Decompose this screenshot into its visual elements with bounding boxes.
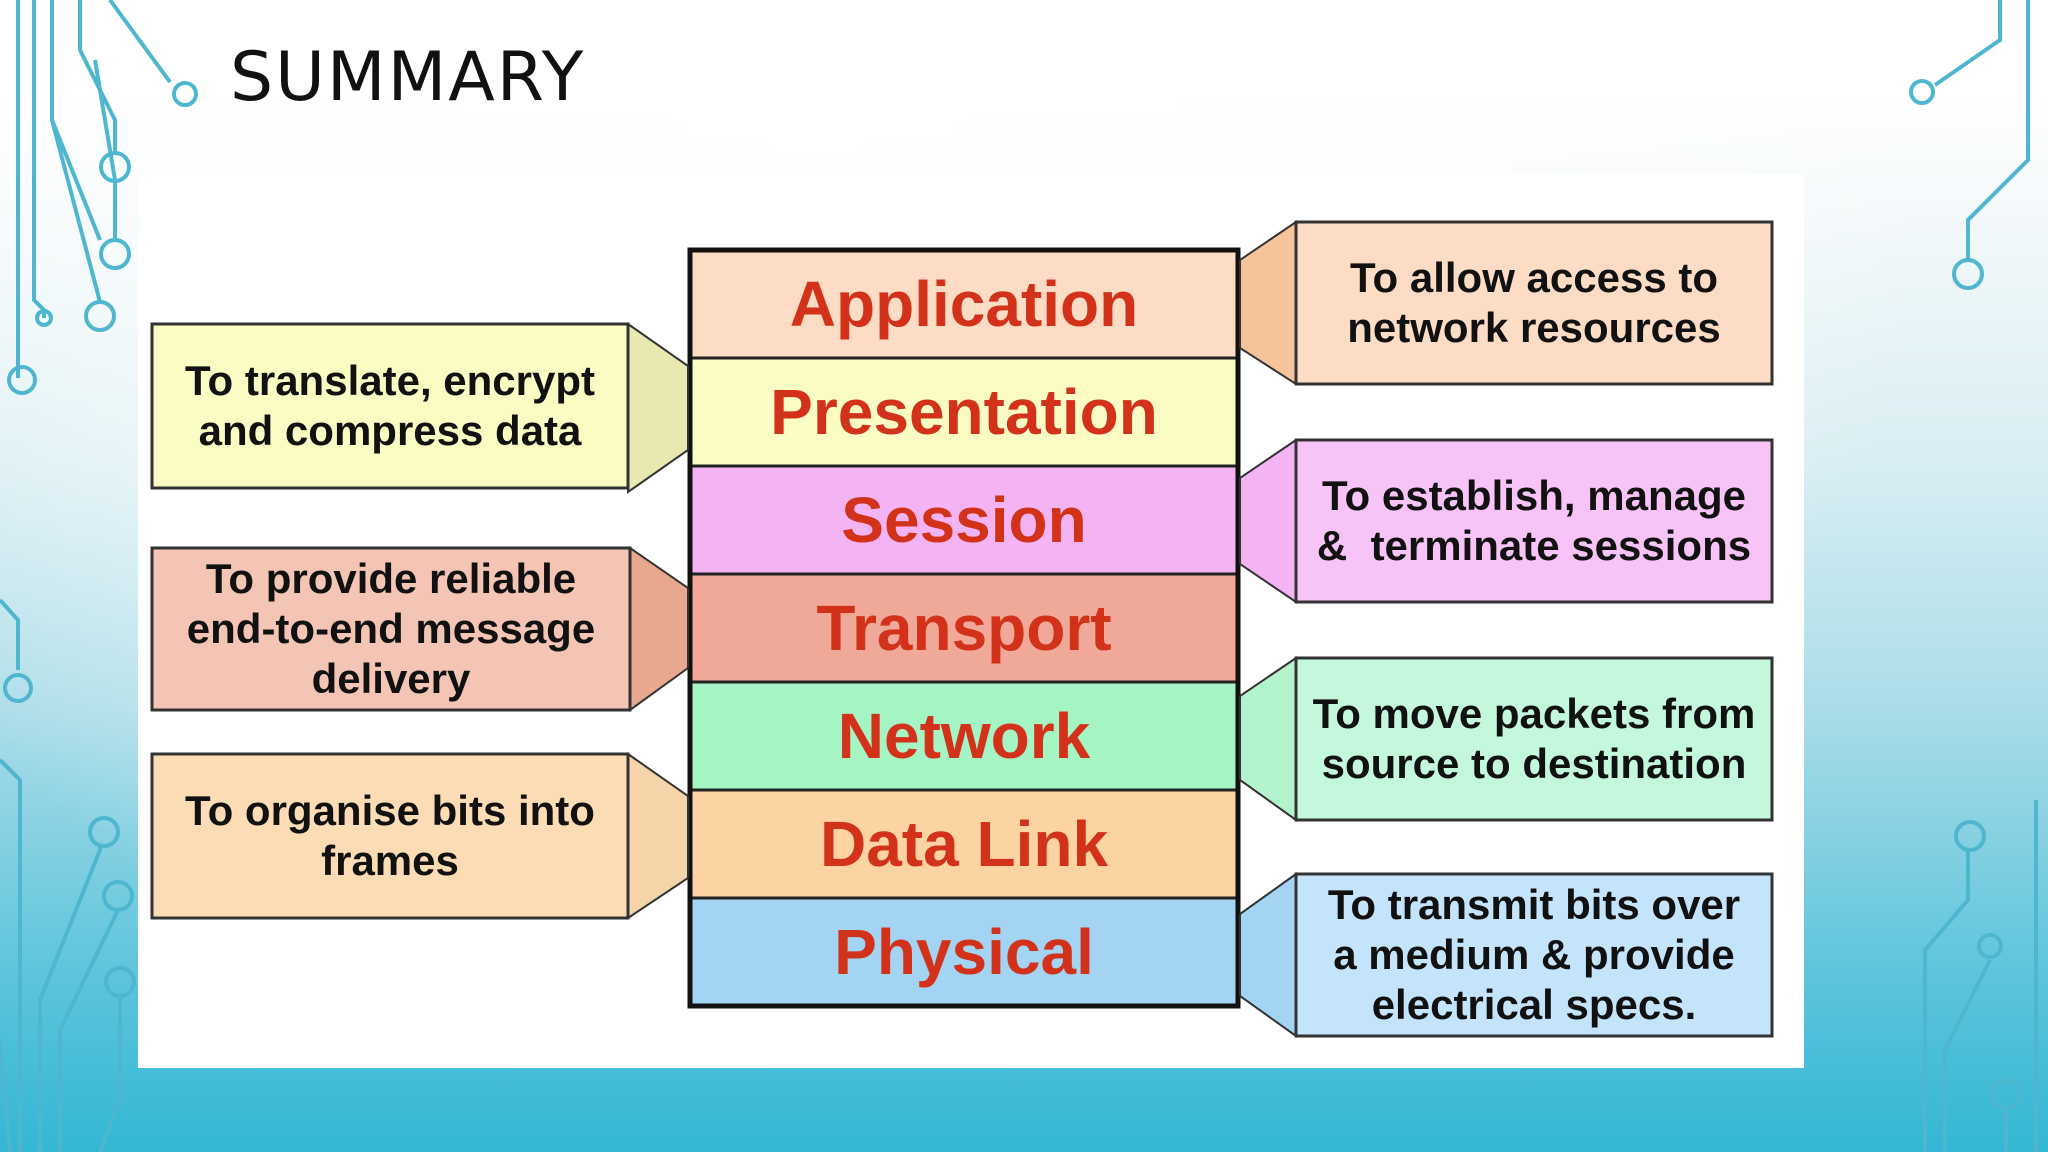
left-note-3-wedge — [627, 752, 689, 920]
right-note-4-wedge — [1239, 872, 1297, 1038]
right-note-1-line-2: network resources — [1347, 304, 1721, 351]
osi-diagram — [150, 220, 1774, 1038]
left-note-2-line-1: To provide reliable — [205, 555, 577, 602]
right-note-1-text: To allow access to network resources — [1296, 222, 1772, 384]
left-note-3-box — [150, 752, 630, 920]
layer-transport-label: Transport — [816, 592, 1112, 664]
right-note-2-box — [1294, 438, 1774, 604]
right-note-3-line-1: To move packets from — [1312, 690, 1756, 737]
right-note-4-box — [1294, 872, 1774, 1038]
right-note-1-wedge — [1239, 220, 1297, 386]
left-note-2-line-3: delivery — [311, 655, 471, 702]
layer-datalink-box — [688, 788, 1240, 900]
left-note-3-line-2: frames — [321, 837, 459, 884]
layer-physical-label: Physical — [834, 916, 1094, 988]
left-note-1-box — [150, 322, 630, 490]
right-note-4-line-2: a medium & provide — [1333, 931, 1735, 978]
left-note-1-line-2: and compress data — [198, 407, 582, 454]
left-note-2-wedge — [629, 546, 689, 712]
right-note-3-line-2: source to destination — [1321, 740, 1747, 787]
right-note-3-wedge — [1239, 656, 1297, 822]
left-note-2-box — [150, 546, 632, 712]
right-note-4-line-3: electrical specs. — [1371, 981, 1697, 1028]
right-note-1-line-1: To allow access to — [1349, 254, 1718, 301]
left-note-2-text: To provide reliable end-to-end message d… — [152, 548, 630, 710]
left-note-3-text: To organise bits into frames — [152, 754, 628, 918]
left-note-1-text: To translate, encrypt and compress data — [152, 324, 628, 488]
right-note-2-wedge — [1239, 438, 1297, 604]
diagram-panel: Application Presentation Session Transpo… — [138, 174, 1804, 1068]
left-note-1-line-1: To translate, encrypt — [185, 357, 595, 404]
layer-physical-box — [688, 896, 1240, 1008]
left-note-2-line-2: end-to-end message — [186, 605, 596, 652]
right-note-4-text: To transmit bits over a medium & provide… — [1296, 874, 1772, 1036]
layer-network-box — [688, 680, 1240, 792]
right-note-3-box — [1294, 656, 1774, 822]
layer-network-label: Network — [837, 700, 1091, 772]
right-note-1-box — [1294, 220, 1774, 386]
left-note-3-line-1: To organise bits into — [185, 787, 595, 834]
right-note-2-text: To establish, manage & terminate session… — [1296, 440, 1772, 602]
slide-title: SUMMARY — [230, 38, 586, 117]
right-note-2-line-1: To establish, manage — [1321, 472, 1746, 519]
layer-application-label: Application — [789, 268, 1139, 340]
right-note-4-line-1: To transmit bits over — [1327, 881, 1741, 928]
layer-transport-box — [688, 572, 1240, 684]
layer-presentation-label: Presentation — [770, 376, 1158, 448]
left-note-1-wedge — [627, 322, 689, 494]
layer-datalink-label: Data Link — [819, 808, 1109, 880]
layer-session-label: Session — [841, 484, 1087, 556]
layer-stack-outline — [687, 247, 1241, 1009]
right-note-2-line-2: & terminate sessions — [1316, 522, 1752, 569]
layer-session-box — [688, 464, 1240, 576]
right-note-3-text: To move packets from source to destinati… — [1296, 658, 1772, 820]
